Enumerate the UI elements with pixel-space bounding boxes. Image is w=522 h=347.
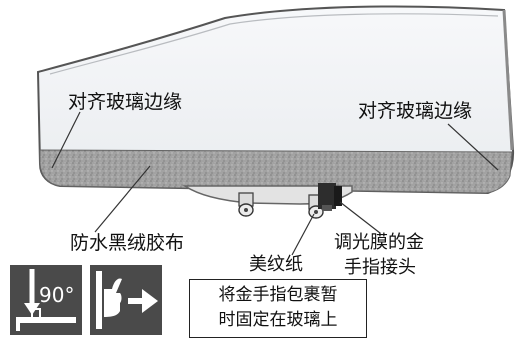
note-line-1: 将金手指包裹暂: [218, 285, 338, 305]
align-edge-label-right: 对齐玻璃边缘: [358, 100, 473, 122]
glass-edge-right: [502, 9, 514, 151]
hand-push-arrow-icon: [90, 265, 162, 335]
connector-label-line-2: 手指接头: [344, 257, 416, 278]
angle-90-text: 90°: [39, 283, 75, 307]
waterproof-tape-label: 防水黑绒胶布: [70, 232, 185, 254]
connector-label-line-1: 调光膜的金: [334, 232, 424, 253]
masking-tape-label: 美纹纸: [249, 254, 303, 275]
angle-90-icon: 90°: [10, 265, 82, 335]
note-line-2: 时固定在玻璃上: [218, 310, 338, 330]
gold-finger-connector: [318, 183, 342, 211]
leader-masking-tape: [291, 213, 315, 256]
instruction-note-box: 将金手指包裹暂 时固定在玻璃上: [189, 279, 367, 338]
leader-tape: [94, 165, 151, 233]
leader-align-left: [51, 111, 81, 169]
leader-connector: [339, 201, 381, 234]
left-clip: [238, 192, 254, 217]
waterproof-tape-band: [39, 149, 513, 194]
leader-align-right: [447, 123, 499, 171]
align-edge-label-left: 对齐玻璃边缘: [68, 91, 183, 113]
glass-bevel: [49, 13, 499, 75]
